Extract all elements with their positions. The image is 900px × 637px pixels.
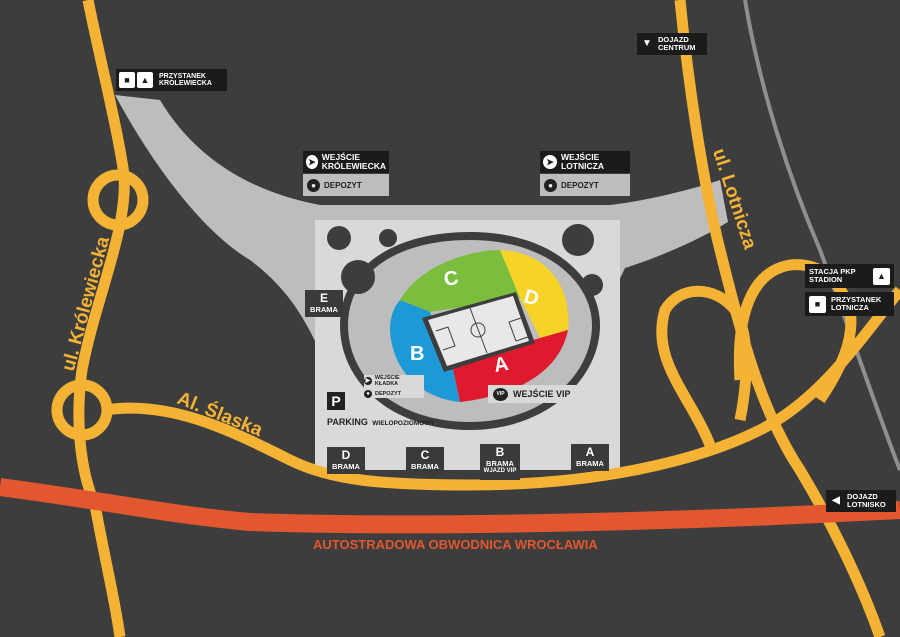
gate-letter: E xyxy=(319,291,328,305)
depozyt-text: DEPOZYT xyxy=(324,180,362,190)
sector-c-shape xyxy=(400,250,520,312)
label-line: CENTRUM xyxy=(658,43,696,52)
gate-word: BRAMA xyxy=(332,462,360,471)
lock-icon: ● xyxy=(544,178,557,192)
label-line: PRZYSTANEK xyxy=(831,295,882,305)
gate-word: BRAMA xyxy=(411,462,439,471)
gate-word: BRAMA xyxy=(576,459,604,468)
lock-icon: ● xyxy=(364,390,372,398)
tram-icon: ▲ xyxy=(137,72,153,88)
parking-label: P PARKING WIELOPOZIOMOWY xyxy=(327,392,435,430)
vip-entrance-label: VIP WEJŚCIE VIP xyxy=(488,385,576,403)
gate-word: BRAMA xyxy=(486,459,514,468)
label-line: STACJA PKP xyxy=(809,267,856,277)
tree xyxy=(327,226,351,250)
label-line: KRÓLEWIECKA xyxy=(321,161,386,171)
roundabout-top xyxy=(87,169,149,231)
gate-e: E BRAMA xyxy=(305,290,343,317)
kladka-info: ▶ WEJŚCIE KŁADKA ● DEPOZYT xyxy=(364,375,424,398)
label-line: DOJAZD xyxy=(658,35,689,45)
bus-icon: ■ xyxy=(809,295,826,313)
parking-subtitle: WIELOPOZIOMOWY xyxy=(372,420,435,427)
bus-icon: ■ xyxy=(119,72,135,88)
depozyt-small-text: DEPOZYT xyxy=(375,391,401,397)
railway-line xyxy=(743,0,900,471)
label-line: PRZYSTANEK xyxy=(159,72,206,80)
gate-a: A BRAMA xyxy=(571,444,609,471)
train-icon: ▲ xyxy=(873,267,890,285)
label-line: STADION xyxy=(809,275,843,284)
gate-letter: B xyxy=(495,445,505,459)
gate-b: B BRAMA WJAZD VIP xyxy=(480,444,520,480)
label-line: LOTNICZA xyxy=(561,161,604,171)
label-line: LOTNISKO xyxy=(847,500,886,509)
road-slaska xyxy=(104,286,900,491)
triangle-left-icon: ◀ xyxy=(832,495,840,506)
lock-icon: ● xyxy=(307,178,320,192)
depozyt-text: DEPOZYT xyxy=(561,180,599,190)
road-label-highway: AUTOSTRADOWA OBWODNICA WROCŁAWIA xyxy=(313,537,598,552)
tree xyxy=(379,229,397,247)
road-krolewiecka xyxy=(73,0,130,637)
tree xyxy=(341,260,375,294)
sector-label-b: B xyxy=(410,343,425,365)
pitch-lines xyxy=(435,307,529,354)
label-line: LOTNICZA xyxy=(831,303,869,312)
gate-letter: D xyxy=(341,448,351,462)
label-line: DOJAZD xyxy=(847,492,878,502)
entrance-icon: ➤ xyxy=(306,155,318,169)
gate-letter: C xyxy=(420,448,430,462)
label-depozyt-lotnicza: ● DEPOZYT xyxy=(540,174,630,196)
tree xyxy=(581,274,603,296)
gate-c: C BRAMA xyxy=(406,447,444,474)
label-line: WEJŚCIE xyxy=(321,152,361,163)
road-loop-1 xyxy=(656,285,752,448)
parking-icon: P xyxy=(327,392,345,410)
walk-icon: ▶ xyxy=(364,377,372,385)
gate-word: BRAMA xyxy=(310,305,338,314)
label-line: WEJŚCIE xyxy=(561,152,600,163)
entrance-icon: ➤ xyxy=(543,155,557,169)
sector-a-shape xyxy=(452,330,568,402)
trees xyxy=(327,224,603,296)
roads xyxy=(51,0,900,637)
sector-d-shape xyxy=(500,250,569,338)
vip-badge: VIP xyxy=(493,387,508,401)
vip-entrance-text: WEJŚCIE VIP xyxy=(513,389,571,399)
triangle-down-icon: ▼ xyxy=(642,38,652,49)
sector-b-shape xyxy=(390,300,460,402)
highway xyxy=(0,478,900,534)
gate-d: D BRAMA xyxy=(327,447,365,474)
label-depozyt-krolewiecka: ● DEPOZYT xyxy=(303,174,389,196)
wejscie-kladka-text: WEJŚCIE KŁADKA xyxy=(374,375,400,387)
gate-sub: WJAZD VIP xyxy=(483,468,517,474)
parking-title: PARKING xyxy=(327,417,368,427)
label-line: KRÓLEWIECKA xyxy=(159,80,212,87)
tree xyxy=(562,224,594,256)
gate-letter: A xyxy=(585,445,595,459)
